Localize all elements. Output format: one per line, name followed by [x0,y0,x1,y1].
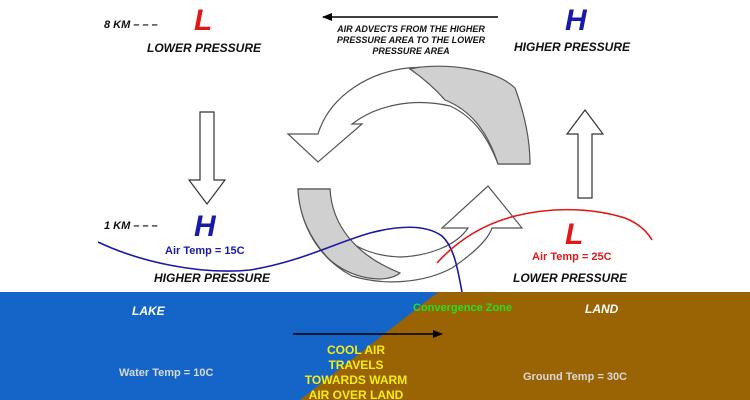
land-air-temp: Air Temp = 25C [532,251,612,263]
surface-low-symbol: L [565,218,584,251]
altitude-1km-label: 1 KM – – – [104,220,158,232]
circulation-arc-lower-shaded [297,188,402,280]
lake-label: LAKE [132,304,165,318]
rising-air-arrow [565,109,605,199]
altitude-8km-label: 8 KM – – – [104,19,158,31]
upper-high-label: HIGHER PRESSURE [514,40,631,54]
surface-low-label: LOWER PRESSURE [513,271,628,285]
sinking-air-arrow [187,111,227,205]
upper-high-symbol: H [565,4,587,37]
lake-air-temp: Air Temp = 15C [165,245,245,257]
upper-low-symbol: L [194,4,213,37]
land-label: LAND [585,302,619,316]
surface-high-symbol: H [194,210,216,243]
water-temp-label: Water Temp = 10C [119,367,214,379]
surface-high-label: HIGHER PRESSURE [154,271,271,285]
upper-low-label: LOWER PRESSURE [147,41,262,55]
lake-surface [0,292,438,400]
warm-air-line [436,208,653,264]
cool-air-line [97,226,463,293]
advection-note: AIR ADVECTS FROM THE HIGHER PRESSURE ARE… [336,24,486,56]
convergence-zone-label: Convergence Zone [413,302,513,314]
circulation-arc-upper-shaded [408,65,531,165]
ground-temp-label: Ground Temp = 30C [523,371,628,383]
cool-air-note: COOL AIR TRAVELS TOWARDS WARM AIR OVER L… [304,343,408,400]
